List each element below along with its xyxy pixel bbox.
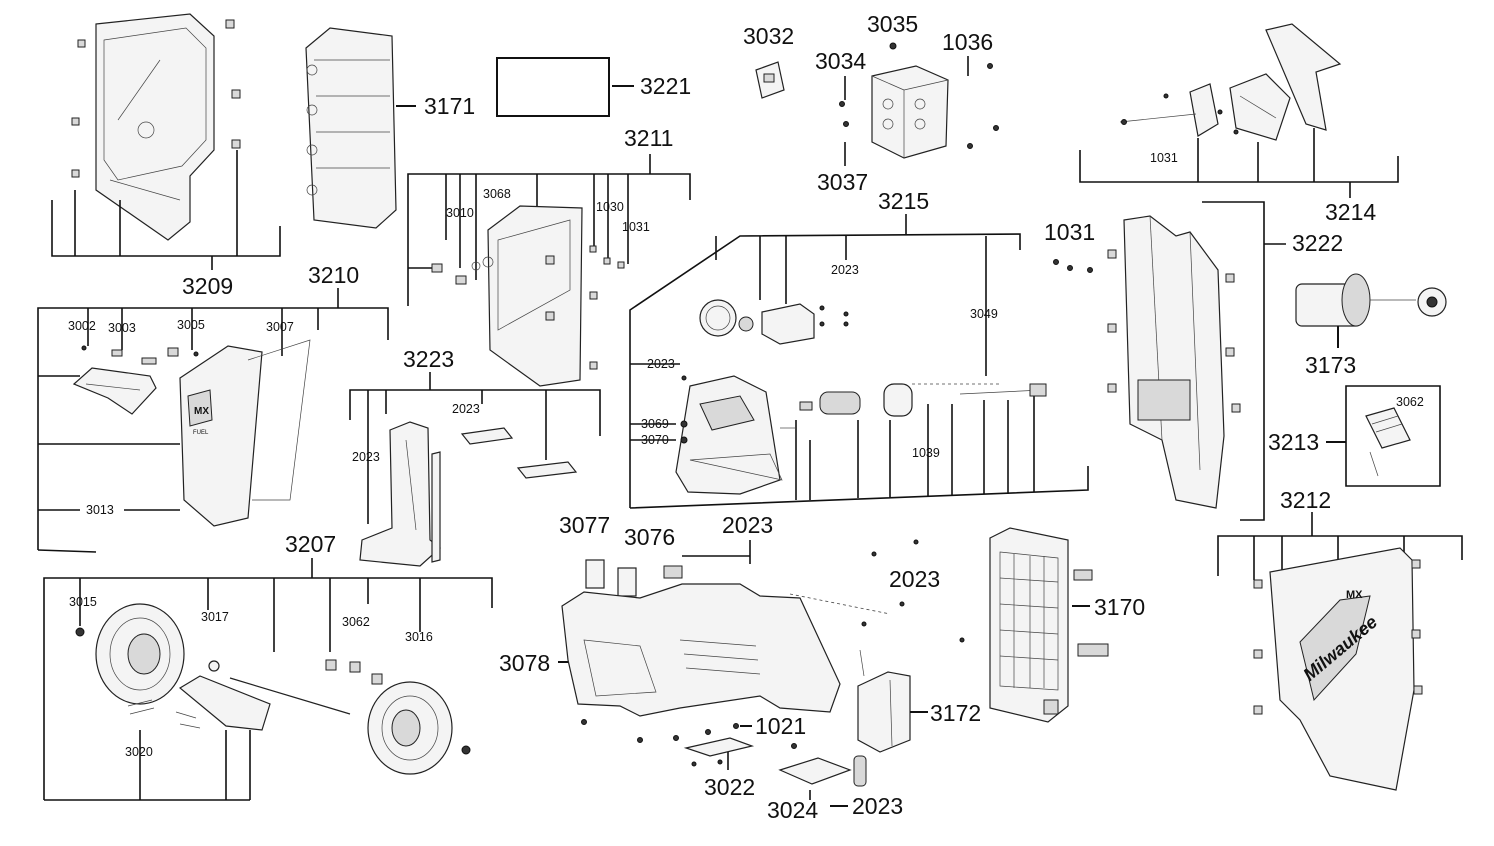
label-3062-a: 3062 bbox=[1396, 395, 1424, 409]
label-3002: 3002 bbox=[68, 319, 96, 333]
part-3207-wheel-assembly bbox=[75, 603, 471, 775]
label-3076: 3076 bbox=[624, 524, 675, 550]
label-3207: 3207 bbox=[285, 531, 336, 557]
part-3024-plate bbox=[778, 757, 852, 785]
label-1030: 1030 bbox=[596, 200, 624, 214]
label-3022: 3022 bbox=[704, 774, 755, 800]
label-3049: 3049 bbox=[970, 307, 998, 321]
part-3078-base bbox=[561, 539, 965, 749]
label-3037: 3037 bbox=[817, 169, 868, 195]
part-3022-plate bbox=[683, 737, 755, 767]
part-3214-handle bbox=[1119, 23, 1342, 141]
label-3062-b: 3062 bbox=[342, 615, 370, 629]
label-3015: 3015 bbox=[69, 595, 97, 609]
part-3032-clip bbox=[755, 61, 785, 99]
label-1021: 1021 bbox=[755, 713, 806, 739]
label-3172: 3172 bbox=[930, 700, 981, 726]
part-3170-battery-tray bbox=[989, 527, 1109, 723]
label-1031-b: 1031 bbox=[1044, 219, 1095, 245]
label-3007: 3007 bbox=[266, 320, 294, 334]
label-2023-b: 2023 bbox=[352, 450, 380, 464]
label-3214: 3214 bbox=[1325, 199, 1376, 225]
label-3213: 3213 bbox=[1268, 429, 1319, 455]
label-3016: 3016 bbox=[405, 630, 433, 644]
label-3069: 3069 bbox=[641, 417, 669, 431]
logo-mx: MX bbox=[1346, 589, 1363, 601]
label-3017: 3017 bbox=[201, 610, 229, 624]
label-3032: 3032 bbox=[743, 23, 794, 49]
part-3173-motor bbox=[1295, 273, 1447, 327]
part-3212-front-cover: MX Milwaukee bbox=[1253, 547, 1423, 791]
part-3215-pump bbox=[675, 299, 1047, 495]
label-3215: 3215 bbox=[878, 188, 929, 214]
part-3209-frame bbox=[71, 13, 241, 241]
label-3010: 3010 bbox=[446, 206, 474, 220]
label-1031-a: 1031 bbox=[622, 220, 650, 234]
label-1031-c: 1031 bbox=[1150, 151, 1178, 165]
logo-mx-shroud: MX bbox=[194, 406, 209, 417]
label-3212: 3212 bbox=[1280, 487, 1331, 513]
label-1039: 1039 bbox=[912, 446, 940, 460]
label-3170: 3170 bbox=[1094, 594, 1145, 620]
part-3213-latch bbox=[1365, 407, 1411, 477]
label-2023-d: 2023 bbox=[647, 357, 675, 371]
label-3173: 3173 bbox=[1305, 352, 1356, 378]
label-2023-g: 2023 bbox=[852, 793, 903, 819]
part-3171-housing bbox=[305, 27, 397, 229]
label-2023-f: 2023 bbox=[889, 566, 940, 592]
part-3210-shroud: MX FUEL bbox=[72, 339, 311, 527]
label-1036: 1036 bbox=[942, 29, 993, 55]
label-3068: 3068 bbox=[483, 187, 511, 201]
part-3035-switch-box bbox=[839, 42, 999, 159]
label-3020: 3020 bbox=[125, 745, 153, 759]
label-3223: 3223 bbox=[403, 346, 454, 372]
label-3034: 3034 bbox=[815, 48, 866, 74]
logo-fuel-shroud: FUEL bbox=[193, 430, 209, 436]
label-2023-c: 2023 bbox=[831, 263, 859, 277]
label-3210: 3210 bbox=[308, 262, 359, 288]
label-3005: 3005 bbox=[177, 318, 205, 332]
label-3171: 3171 bbox=[424, 93, 475, 119]
part-3211-bracket bbox=[431, 205, 625, 387]
label-3070: 3070 bbox=[641, 433, 669, 447]
label-3209: 3209 bbox=[182, 273, 233, 299]
label-3013: 3013 bbox=[86, 503, 114, 517]
label-2023-a: 2023 bbox=[452, 402, 480, 416]
label-3003: 3003 bbox=[108, 321, 136, 335]
label-3211: 3211 bbox=[624, 125, 673, 151]
label-3024: 3024 bbox=[767, 797, 818, 823]
part-3172-controller bbox=[853, 649, 911, 787]
label-3222: 3222 bbox=[1292, 230, 1343, 256]
label-3077: 3077 bbox=[559, 512, 610, 538]
label-3078: 3078 bbox=[499, 650, 550, 676]
part-3221-label-plate bbox=[496, 57, 610, 117]
label-2023-e: 2023 bbox=[722, 512, 773, 538]
part-3222-side-panel bbox=[1053, 215, 1241, 509]
label-3221: 3221 bbox=[640, 73, 691, 99]
label-3035: 3035 bbox=[867, 11, 918, 37]
part-3223-bracket bbox=[359, 421, 578, 567]
